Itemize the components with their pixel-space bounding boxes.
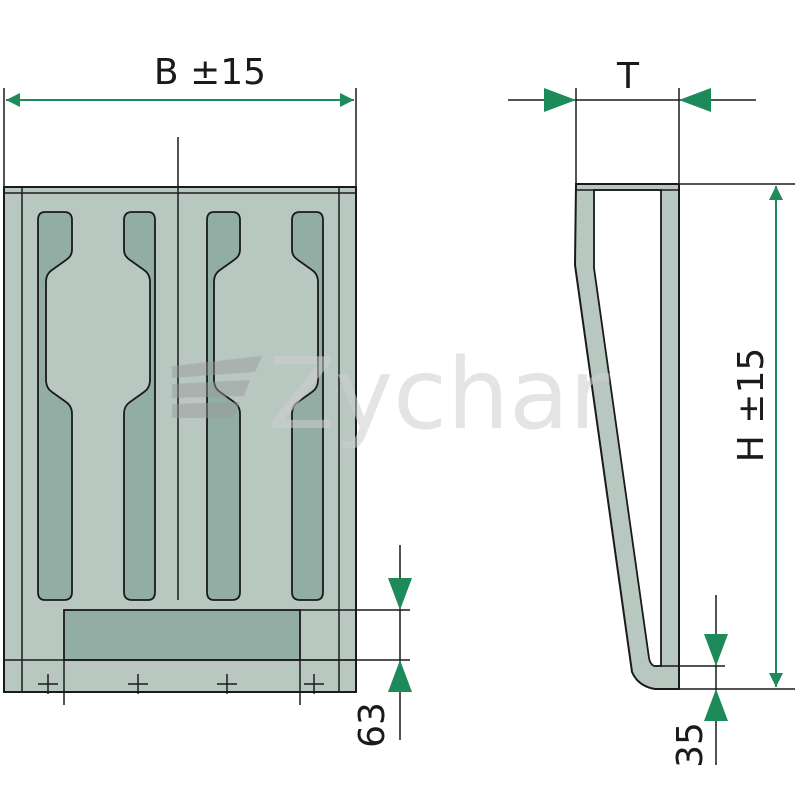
- thickness-arrow-right: [544, 88, 576, 112]
- band-height-label: 63: [352, 702, 393, 748]
- bolt-hole-mark: [217, 674, 237, 694]
- watermark-text: Zychar: [268, 338, 610, 452]
- toe-arrow-up: [704, 689, 728, 721]
- side-view: T H ±15 35: [508, 56, 795, 768]
- slot: [123, 211, 156, 601]
- bolt-hole-mark: [38, 674, 58, 694]
- watermark-logo: [172, 356, 262, 418]
- width-dimension-label: B ±15: [154, 52, 266, 93]
- slot: [291, 211, 324, 601]
- bottom-band: [63, 609, 301, 661]
- height-dimension-label: H ±15: [731, 348, 772, 463]
- bolt-hole-mark: [304, 674, 324, 694]
- toe-arrow-down: [704, 634, 728, 666]
- slot: [37, 211, 73, 601]
- slot: [206, 211, 241, 601]
- toe-height-label: 35: [670, 722, 711, 768]
- bolt-hole-mark: [128, 674, 148, 694]
- thickness-arrow-left: [679, 88, 711, 112]
- thickness-label: T: [616, 56, 640, 97]
- front-view: B ±15 63: [3, 52, 412, 748]
- band-arrow-down: [388, 578, 412, 610]
- band-arrow-up: [388, 660, 412, 692]
- watermark: Zychar: [172, 338, 610, 452]
